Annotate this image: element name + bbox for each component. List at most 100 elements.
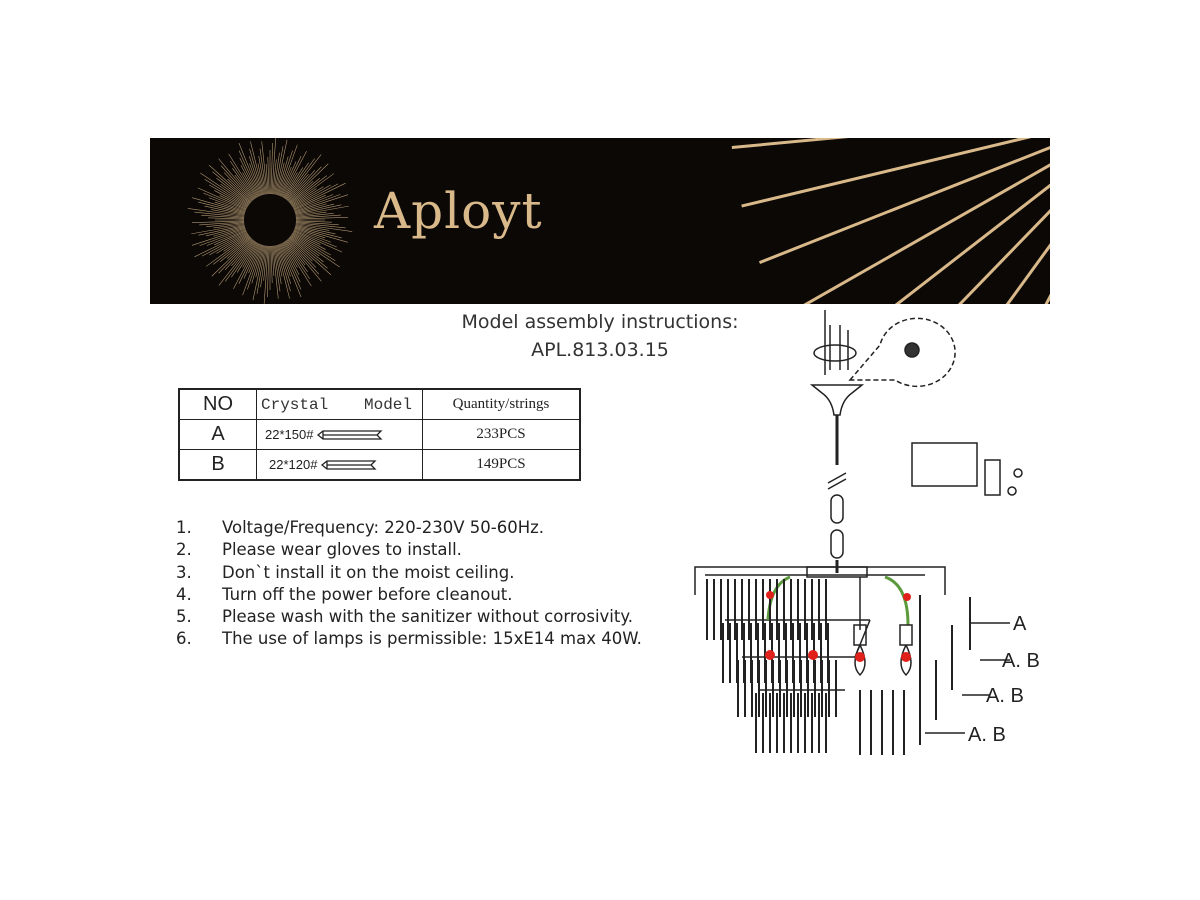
sun-ray — [220, 165, 253, 201]
sun-ray — [295, 225, 342, 239]
sun-ray — [275, 162, 285, 195]
sun-ray — [293, 182, 346, 209]
sun-ray — [294, 194, 341, 212]
canopy — [809, 384, 865, 416]
sun-ray — [275, 245, 290, 299]
sun-ray — [231, 241, 256, 278]
sun-ray — [270, 245, 273, 283]
sun-ray — [192, 220, 245, 224]
sun-ray — [295, 211, 327, 217]
sun-ray — [238, 150, 260, 197]
sun-ray — [272, 159, 277, 195]
sun-ray — [259, 148, 267, 195]
sun-ray — [204, 205, 245, 215]
sun-ray — [249, 156, 263, 196]
sun-ray — [287, 239, 320, 275]
sun-ray — [228, 153, 257, 199]
sun-ray — [199, 228, 246, 246]
sun-ray — [216, 177, 250, 205]
sun-ray — [295, 223, 353, 232]
sun-ray — [285, 240, 308, 272]
sun-ray — [277, 150, 293, 196]
sun-ray — [236, 241, 257, 273]
sun-ray — [282, 172, 298, 198]
sun-ray — [247, 244, 263, 290]
sun-ray — [225, 240, 255, 282]
sun-ray — [295, 216, 348, 220]
sun-ray — [212, 171, 251, 204]
sun-ray — [294, 226, 348, 243]
sun-ray — [209, 184, 248, 208]
corner-ray — [957, 209, 1050, 304]
sun-ray — [295, 224, 330, 231]
sun-ray — [284, 162, 309, 199]
sun-ray — [295, 225, 336, 235]
corner-ray — [1044, 293, 1050, 304]
sun-ray — [232, 168, 255, 200]
sun-ray — [287, 166, 322, 202]
list-item: 5.Please wash with the sanitizer without… — [176, 607, 634, 627]
sun-ray — [265, 164, 269, 195]
label-tier-4: A. B — [968, 724, 1006, 746]
chain-link — [830, 494, 844, 524]
sun-ray — [238, 243, 259, 284]
sun-ray — [286, 239, 322, 282]
wiring-detail-bubble — [848, 317, 956, 388]
sun-ray — [257, 163, 265, 195]
list-item: 3.Don`t install it on the moist ceiling. — [176, 562, 515, 582]
sun-ray — [293, 194, 326, 210]
sun-ray — [280, 161, 297, 197]
sun-ray — [290, 173, 335, 205]
sun-ray — [274, 245, 282, 285]
sun-ray — [295, 221, 339, 226]
sun-ray — [291, 188, 317, 206]
corner-ray — [758, 145, 1050, 265]
sun-ray — [276, 156, 289, 196]
sun-ray — [194, 211, 245, 218]
sun-ray — [208, 197, 246, 212]
sun-ray — [187, 208, 245, 217]
sun-ray — [230, 160, 256, 199]
sun-ray — [243, 243, 260, 279]
sun-ray — [260, 245, 267, 288]
sun-ray — [267, 245, 270, 297]
sun-ray — [293, 229, 337, 248]
sun-ray — [197, 187, 247, 210]
header-quantity: Quantity/strings — [422, 388, 581, 420]
sunburst-decoration — [187, 138, 1050, 304]
corner-ray — [1005, 243, 1050, 304]
sun-ray — [288, 163, 329, 203]
sun-ray — [271, 138, 277, 195]
sun-ray — [274, 146, 284, 195]
header-model: Model — [363, 395, 412, 414]
sun-ray — [226, 237, 251, 260]
sun-ray — [295, 222, 346, 229]
sun-ray — [275, 245, 283, 277]
sun-ray — [283, 167, 304, 199]
sun-ray — [249, 163, 262, 196]
sun-ray — [216, 233, 249, 254]
sun-ray — [192, 197, 246, 214]
doc-title: Model assembly instructions: — [461, 311, 739, 333]
sun-ray — [292, 232, 331, 256]
label-tier-1: A — [1013, 613, 1027, 635]
sun-ray — [206, 229, 247, 246]
sun-ray — [295, 214, 341, 219]
sun-ray — [242, 172, 258, 198]
sun-ray — [203, 192, 247, 211]
table-row: A 22*150# 233PCS — [178, 419, 581, 450]
sun-ray — [220, 183, 250, 205]
sun-ray — [213, 226, 246, 237]
sun-ray — [292, 231, 326, 250]
bulb-icon — [765, 650, 775, 660]
sun-ray — [248, 243, 261, 273]
sun-ray — [289, 177, 320, 204]
sun-ray — [270, 143, 273, 195]
row-no: B — [178, 449, 257, 481]
sun-ray — [206, 222, 245, 227]
sun-ray — [278, 244, 291, 277]
sun-ray — [289, 237, 332, 276]
sun-ray — [250, 141, 265, 195]
sun-ray — [290, 235, 320, 257]
sun-ray — [291, 233, 336, 262]
